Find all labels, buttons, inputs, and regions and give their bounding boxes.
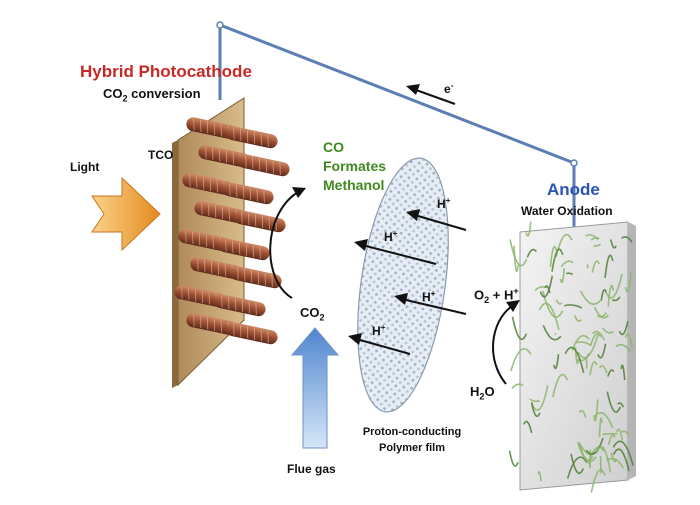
product-methanol: Methanol [323,176,386,195]
nanorod [237,153,291,178]
light-label: Light [70,160,99,174]
tco-label: TCO [148,148,173,162]
membrane-label-line2: Polymer film [352,440,472,456]
product-co: CO [323,138,386,157]
anode-fiber [603,434,618,435]
h2o-label: H2O [470,384,495,402]
proton-label-3: H+ [422,288,436,304]
electron-label: e- [444,80,453,96]
co2-label: CO2 [300,305,325,323]
flue-gas-label: Flue gas [287,462,336,476]
anode-fiber [510,451,518,466]
photocathode-title: Hybrid Photocathode [80,62,252,82]
proton-label-1: H+ [437,195,451,211]
proton-label-4: H+ [372,322,386,338]
water-oxidation-label: Water Oxidation [521,204,613,218]
anode-title: Anode [547,180,600,200]
o2-h-plus-label: O2 + H+ [474,286,519,305]
product-formates: Formates [323,157,386,176]
water-oxidation-curve-arrow [493,300,520,384]
co2-conversion-label: CO2 conversion [103,86,201,104]
proton-label-2: H+ [384,228,398,244]
light-arrow-icon [92,178,160,250]
membrane-label: Proton-conducting Polymer film [352,424,472,456]
products-label: CO Formates Methanol [323,138,386,195]
nanorod [225,321,279,346]
wire-node-anode [571,160,577,166]
membrane-label-line1: Proton-conducting [352,424,472,440]
flue-gas-arrow-icon [292,328,338,448]
wire-node-cathode [217,22,223,28]
